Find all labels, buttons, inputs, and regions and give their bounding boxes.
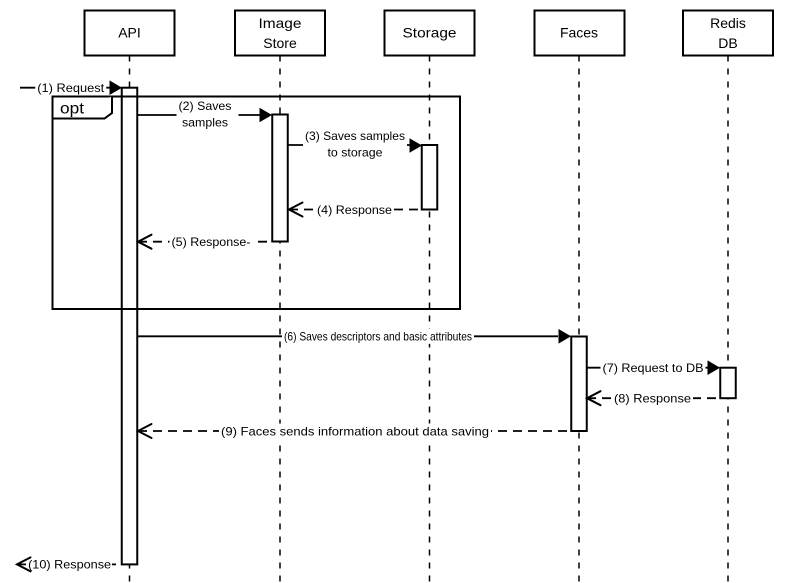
svg-text:to storage: to storage [328, 146, 383, 160]
svg-text:DB: DB [718, 35, 737, 51]
svg-text:Redis: Redis [710, 15, 746, 31]
svg-text:(7) Request to DB: (7) Request to DB [603, 361, 704, 375]
svg-text:Image: Image [259, 15, 302, 31]
svg-text:Storage: Storage [403, 25, 457, 41]
svg-text:(10) Response: (10) Response [28, 558, 111, 572]
svg-text:(3) Saves samples: (3) Saves samples [305, 129, 405, 143]
svg-text:samples: samples [182, 116, 228, 130]
svg-text:(6) Saves descriptors and basi: (6) Saves descriptors and basic attribut… [284, 330, 472, 344]
svg-text:(1) Request: (1) Request [37, 81, 105, 95]
svg-text:(2) Saves: (2) Saves [179, 99, 232, 113]
svg-text:Faces: Faces [560, 25, 598, 41]
svg-text:(9) Faces sends information ab: (9) Faces sends information about data s… [221, 424, 489, 438]
svg-text:API: API [118, 25, 141, 41]
svg-text:Store: Store [263, 35, 297, 51]
svg-text:opt: opt [60, 101, 85, 118]
svg-text:(4) Response: (4) Response [317, 203, 392, 217]
svg-text:(5) Response-: (5) Response- [172, 235, 251, 249]
svg-text:(8) Response: (8) Response [614, 392, 691, 406]
